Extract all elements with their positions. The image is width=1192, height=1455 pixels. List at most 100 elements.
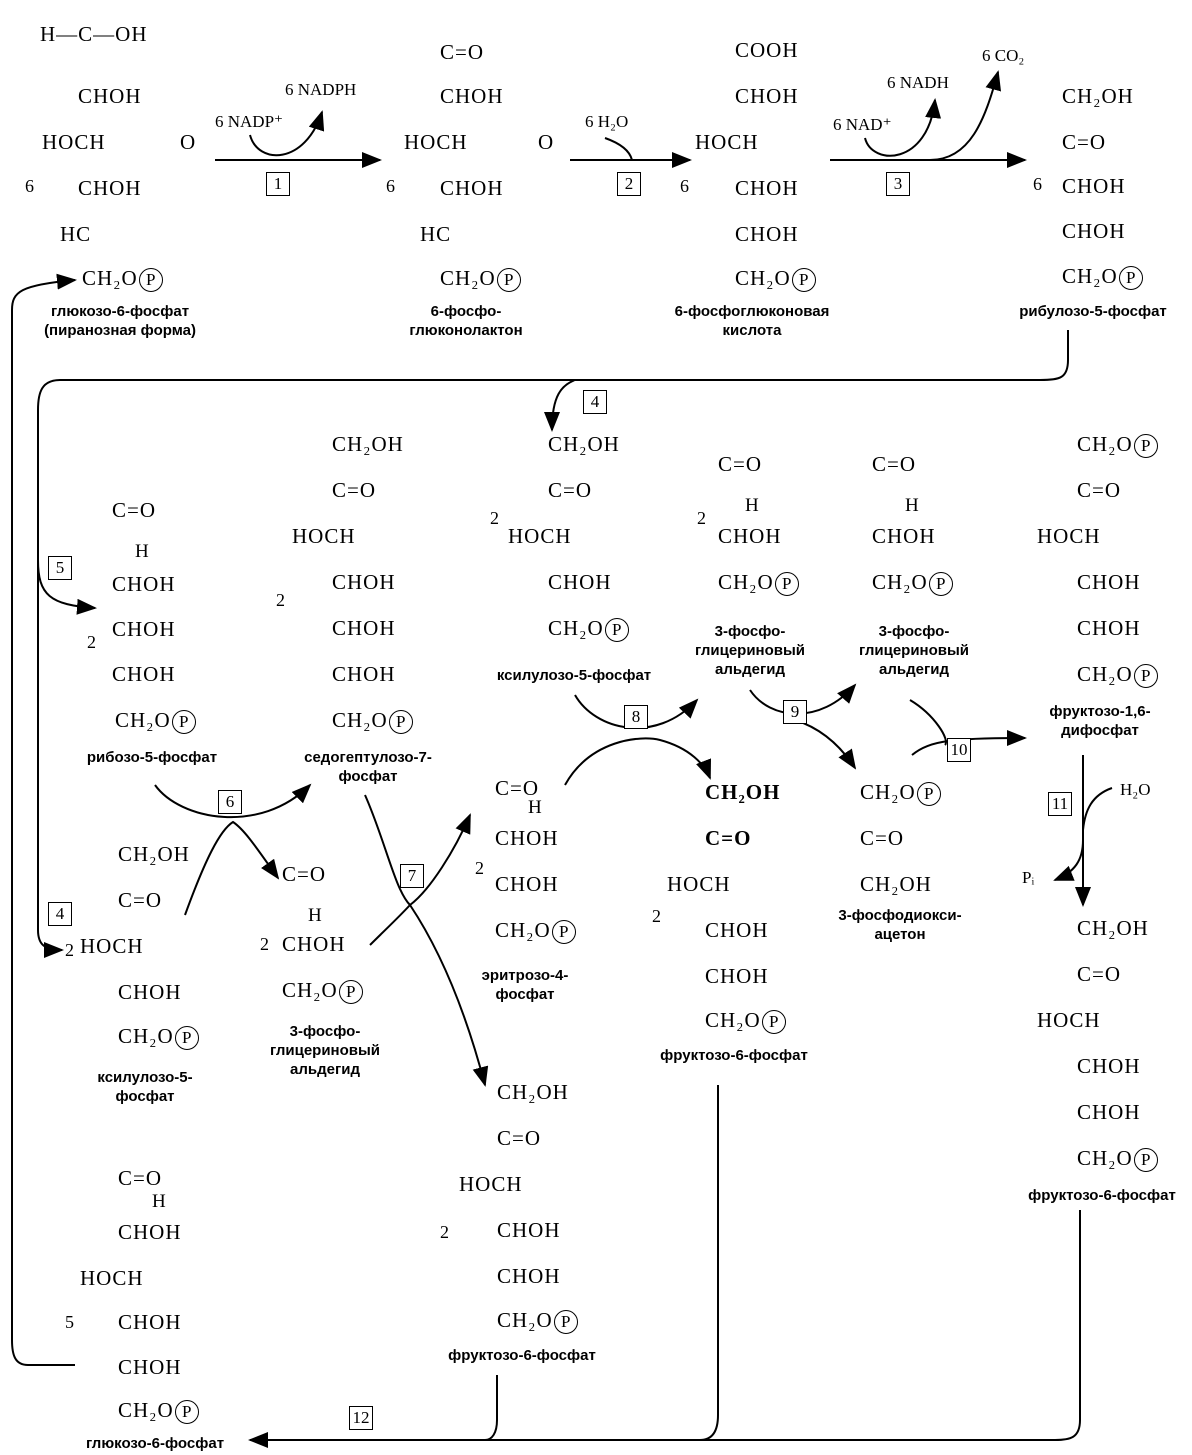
gap-c-line-1: C=O bbox=[282, 862, 327, 886]
dhap-line-3: CH₂OH bbox=[860, 872, 932, 896]
gap-c-line-2: CHOH bbox=[282, 932, 346, 956]
pgl-line-5: HC bbox=[420, 222, 452, 246]
r5p-line-1: C=O bbox=[112, 498, 157, 522]
gap-a-coef: 2 bbox=[697, 508, 706, 528]
x5p-a-line-3: HOCH bbox=[508, 524, 572, 548]
step-11-box: 11 bbox=[1048, 792, 1072, 816]
cofactor-nadph: 6 NADPH bbox=[285, 80, 357, 99]
cofactor-co2: 6 CO₂ bbox=[982, 46, 1025, 65]
pgl-label: 6-фосфо- глюконолактон bbox=[409, 303, 523, 339]
r5p-line-3: CHOH bbox=[112, 617, 176, 641]
e4p-line-1: C=O bbox=[495, 776, 540, 800]
cofactor-nad: 6 NAD⁺ bbox=[833, 115, 892, 134]
x5p-b-line-3: HOCH bbox=[80, 934, 144, 958]
pgluc-coef: 6 bbox=[680, 176, 689, 196]
f6p-a-line-3: HOCH bbox=[459, 1172, 523, 1196]
f6p-b-line-1: CH₂OH bbox=[705, 780, 781, 804]
r5p-label: рибозо-5-фосфат bbox=[86, 749, 218, 766]
pgluc-line-4: CHOH bbox=[735, 176, 799, 200]
f6p-b-line-4: CHOH bbox=[705, 918, 769, 942]
f6p-c-label: фруктозо-6-фосфат bbox=[1028, 1187, 1176, 1204]
dhap-label: 3-фосфодиокси- ацетон bbox=[838, 907, 962, 943]
s7p-line-6: CHOH bbox=[332, 662, 396, 686]
g6p-pyr-coef: 6 bbox=[25, 176, 34, 196]
f6p-a-line-5: CHOH bbox=[497, 1264, 561, 1288]
gap-c-label: 3-фосфо- глицериновый альдегид bbox=[269, 1023, 381, 1078]
x5p-a-coef: 2 bbox=[490, 508, 499, 528]
gap-b-line-2: CHOH bbox=[872, 524, 936, 548]
r5p-line-2: CHOH bbox=[112, 572, 176, 596]
g6p-line-5: CHOH bbox=[118, 1355, 182, 1379]
x5p-a-line-4: CHOH bbox=[548, 570, 612, 594]
f6p-c-line-5: CHOH bbox=[1077, 1100, 1141, 1124]
gap-a-line-h: H bbox=[745, 495, 760, 516]
s7p-label: седогептулозо-7- фосфат bbox=[304, 749, 432, 785]
x5p-b-label: ксилулозо-5- фосфат bbox=[97, 1069, 193, 1105]
pgluc-line-3: HOCH bbox=[695, 130, 759, 154]
s7p-line-4: CHOH bbox=[332, 570, 396, 594]
step-1-box: 1 bbox=[266, 172, 290, 196]
pgluc-line-2: CHOH bbox=[735, 84, 799, 108]
e4p-coef: 2 bbox=[475, 858, 484, 878]
cofactor-nadp: 6 NADP⁺ bbox=[215, 112, 284, 131]
pgluc-line-5: CHOH bbox=[735, 222, 799, 246]
g6p-line-4: CHOH bbox=[118, 1310, 182, 1334]
gap-c-coef: 2 bbox=[260, 934, 269, 954]
pgluc-line-1: COOH bbox=[735, 38, 799, 62]
f6p-b-line-3: HOCH bbox=[667, 872, 731, 896]
f6p-b-coef: 2 bbox=[652, 906, 661, 926]
f6p-a-line-1: CH₂OH bbox=[497, 1080, 569, 1104]
pgluc-label: 6-фосфоглюконовая кислота bbox=[674, 303, 830, 339]
x5p-b-line-1: CH₂OH bbox=[118, 842, 190, 866]
ru5p-line-3: CHOH bbox=[1062, 174, 1126, 198]
step-4-box-bottom: 4 bbox=[48, 902, 72, 926]
g6p-pyr-line-4: CHOH bbox=[78, 176, 142, 200]
fbp-line-3: HOCH bbox=[1037, 524, 1101, 548]
g6p-line-1: C=O bbox=[118, 1166, 163, 1190]
f6p-c-line-1: CH₂OH bbox=[1077, 916, 1149, 940]
ru5p-label: рибулозо-5-фосфат bbox=[1019, 303, 1167, 320]
x5p-a-line-2: C=O bbox=[548, 478, 593, 502]
cofactor-nadh: 6 NADH bbox=[887, 73, 949, 92]
x5p-b-line-4: CHOH bbox=[118, 980, 182, 1004]
g6p-pyr-ring-o: O bbox=[180, 130, 197, 154]
pgl-line-1: C=O bbox=[440, 40, 485, 64]
step-8-box: 8 bbox=[624, 705, 648, 729]
s7p-line-3: HOCH bbox=[292, 524, 356, 548]
e4p-label: эритрозо-4- фосфат bbox=[481, 967, 569, 1003]
f6p-c-line-3: HOCH bbox=[1037, 1008, 1101, 1032]
g6p-line-h: H bbox=[152, 1191, 167, 1212]
r5p-line-h: H bbox=[135, 541, 150, 562]
pgl-line-2: CHOH bbox=[440, 84, 504, 108]
f6p-c-line-2: C=O bbox=[1077, 962, 1122, 986]
f6p-a-label: фруктозо-6-фосфат bbox=[448, 1347, 596, 1364]
cofactor-pi: Pᵢ bbox=[1022, 868, 1035, 887]
s7p-line-1: CH₂OH bbox=[332, 432, 404, 456]
step-10-box: 10 bbox=[947, 738, 971, 762]
f6p-c-line-4: CHOH bbox=[1077, 1054, 1141, 1078]
step-7-box: 7 bbox=[400, 864, 424, 888]
f6p-b-label: фруктозо-6-фосфат bbox=[660, 1047, 808, 1064]
gap-b-line-1: C=O bbox=[872, 452, 917, 476]
s7p-line-5: CHOH bbox=[332, 616, 396, 640]
step-3-box: 3 bbox=[886, 172, 910, 196]
gap-a-line-1: C=O bbox=[718, 452, 763, 476]
f6p-b-line-5: CHOH bbox=[705, 964, 769, 988]
g6p-pyr-line-5: HC bbox=[60, 222, 92, 246]
pgl-line-3: HOCH bbox=[404, 130, 468, 154]
pgl-line-4: CHOH bbox=[440, 176, 504, 200]
fbp-line-4: CHOH bbox=[1077, 570, 1141, 594]
